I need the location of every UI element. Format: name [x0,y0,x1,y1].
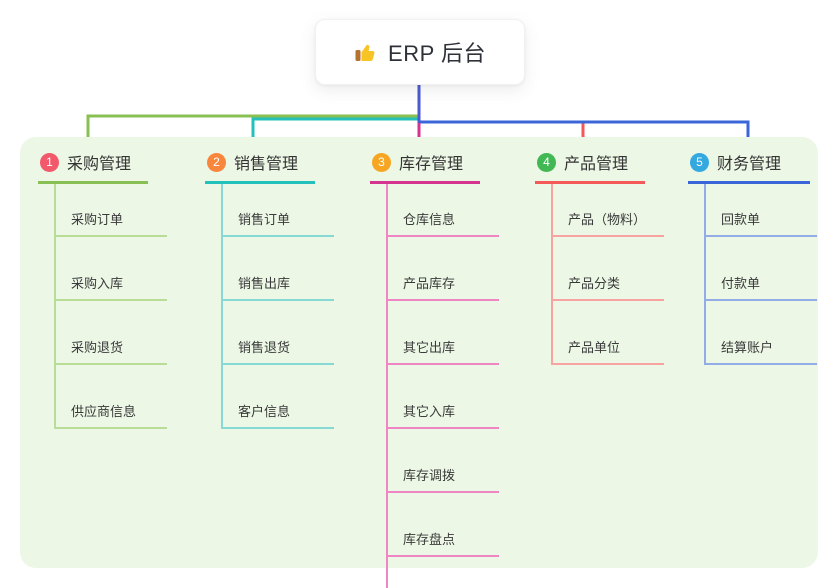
child-node[interactable]: 出库库明细 [388,557,499,588]
branch-header-sales[interactable]: 2 销售管理 [205,150,315,184]
child-label: 回款单 [721,212,761,227]
branch-children: 仓库信息 产品库存 其它出库 其它入库 库存调拨 库存盘点 出库库明细 [386,184,499,588]
branch-sales: 2 销售管理 销售订单 销售出库 销售退货 客户信息 [205,150,334,429]
child-label: 其它入库 [403,404,456,419]
child-label: 其它出库 [403,340,456,355]
branch-children: 销售订单 销售出库 销售退货 客户信息 [221,184,334,429]
child-label: 仓库信息 [403,212,456,227]
child-label: 采购订单 [71,212,124,227]
child-node[interactable]: 产品库存 [388,237,499,301]
child-node[interactable]: 其它入库 [388,365,499,429]
branch-header-purchase[interactable]: 1 采购管理 [38,150,148,184]
child-label: 客户信息 [238,404,291,419]
child-label: 销售订单 [238,212,291,227]
child-label: 产品库存 [403,276,456,291]
child-node[interactable]: 销售订单 [223,184,334,237]
child-label: 销售退货 [238,340,291,355]
branch-label: 采购管理 [67,156,132,173]
child-node[interactable]: 产品分类 [553,237,664,301]
child-node[interactable]: 库存盘点 [388,493,499,557]
child-label: 产品分类 [568,276,621,291]
child-label: 付款单 [721,276,761,291]
child-node[interactable]: 采购退货 [56,301,167,365]
child-node[interactable]: 采购入库 [56,237,167,301]
branch-children: 产品（物料） 产品分类 产品单位 [551,184,664,365]
child-node[interactable]: 付款单 [706,237,817,301]
branch-number-badge: 3 [372,152,391,172]
child-node[interactable]: 回款单 [706,184,817,237]
branch-label: 库存管理 [399,156,464,173]
branch-inventory: 3 库存管理 仓库信息 产品库存 其它出库 其它入库 库存调拨 库存盘点 出库库… [370,150,499,588]
child-node[interactable]: 库存调拨 [388,429,499,493]
child-label: 库存盘点 [403,532,456,547]
branch-product: 4 产品管理 产品（物料） 产品分类 产品单位 [535,150,664,365]
child-node[interactable]: 销售退货 [223,301,334,365]
child-label: 产品（物料） [568,212,647,227]
branch-number-badge: 2 [207,152,226,172]
child-label: 库存调拨 [403,468,456,483]
child-label: 产品单位 [568,340,621,355]
child-node[interactable]: 结算账户 [706,301,817,365]
child-node[interactable]: 供应商信息 [56,365,167,429]
child-label: 采购退货 [71,340,124,355]
child-label: 供应商信息 [71,404,137,419]
branch-number-badge: 4 [537,152,556,172]
root-node[interactable]: ERP 后台 [315,19,525,85]
branch-header-inventory[interactable]: 3 库存管理 [370,150,480,184]
child-node[interactable]: 产品（物料） [553,184,664,237]
branch-children: 回款单 付款单 结算账户 [704,184,817,365]
branch-purchase: 1 采购管理 采购订单 采购入库 采购退货 供应商信息 [38,150,167,429]
branch-header-finance[interactable]: 5 财务管理 [688,150,810,184]
child-node[interactable]: 客户信息 [223,365,334,429]
branch-finance: 5 财务管理 回款单 付款单 结算账户 [688,150,817,365]
branch-number-badge: 1 [40,152,59,172]
branch-label: 销售管理 [234,156,299,173]
child-node[interactable]: 其它出库 [388,301,499,365]
branch-children: 采购订单 采购入库 采购退货 供应商信息 [54,184,167,429]
root-title: ERP 后台 [388,41,486,66]
thumbs-up-icon [355,44,375,61]
branch-header-product[interactable]: 4 产品管理 [535,150,645,184]
branch-label: 财务管理 [717,156,782,173]
child-label: 销售出库 [238,276,291,291]
child-label: 结算账户 [721,340,774,355]
child-label: 采购入库 [71,276,124,291]
branch-label: 产品管理 [564,156,629,173]
child-node[interactable]: 采购订单 [56,184,167,237]
branch-number-badge: 5 [690,152,709,172]
child-node[interactable]: 销售出库 [223,237,334,301]
child-node[interactable]: 仓库信息 [388,184,499,237]
child-node[interactable]: 产品单位 [553,301,664,365]
branches-panel: 1 采购管理 采购订单 采购入库 采购退货 供应商信息 2 销售管理 销售订单 … [20,137,818,588]
